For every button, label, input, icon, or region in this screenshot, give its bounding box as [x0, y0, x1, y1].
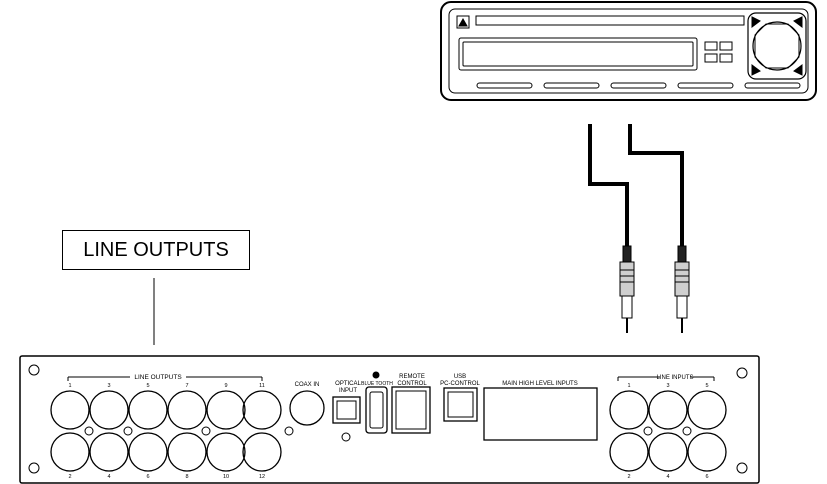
line-outputs-callout-text: LINE OUTPUTS: [83, 238, 229, 261]
panel-line-outputs-label: LINE OUTPUTS: [134, 374, 182, 381]
line-outputs-callout: LINE OUTPUTS: [62, 230, 250, 270]
coax-in-label: COAX IN: [295, 382, 320, 388]
rca-cables: [588, 124, 684, 248]
output-number: 8: [185, 474, 188, 480]
blue-tooth-label: BLUE TOOTH: [361, 381, 393, 387]
output-number: 12: [259, 474, 265, 480]
output-number: 10: [223, 474, 229, 480]
output-number: 7: [185, 383, 188, 389]
output-number: 6: [146, 474, 149, 480]
input-number: 4: [666, 474, 669, 480]
panel-line-inputs-label: LINE INPUTS: [656, 375, 693, 381]
rca-plug-icon: [619, 245, 635, 333]
line-input-numbers-bottom: 2 4 6: [627, 474, 708, 480]
input-number: 5: [705, 383, 708, 389]
input-number: 3: [666, 383, 669, 389]
input-number: 6: [705, 474, 708, 480]
optical-input-label: OPTICAL: [335, 381, 361, 387]
usb-pc-control-label: USB: [454, 374, 466, 380]
remote-control-label: CONTROL: [397, 381, 427, 387]
line-input-numbers-top: 1 3 5: [627, 383, 708, 389]
amplifier-panel: [19, 355, 760, 484]
output-number: 9: [224, 383, 227, 389]
line-output-numbers-top: 1 3 5 7 9 11: [68, 383, 264, 389]
output-number: 2: [68, 474, 71, 480]
rca-plug-icon: [674, 245, 690, 333]
output-number: 1: [68, 383, 71, 389]
input-number: 1: [627, 383, 630, 389]
output-number: 11: [259, 383, 265, 389]
input-number: 2: [627, 474, 630, 480]
main-inputs-label: MAIN HIGH LEVEL INPUTS: [502, 381, 577, 387]
output-number: 3: [107, 383, 110, 389]
usb-pc-control-label: PC-CONTROL: [440, 381, 480, 387]
output-number: 5: [146, 383, 149, 389]
remote-control-label: REMOTE: [399, 374, 425, 380]
line-output-numbers-bottom: 2 4 6 8 10 12: [68, 474, 265, 480]
output-number: 4: [107, 474, 110, 480]
optical-input-label: INPUT: [339, 388, 357, 394]
car-radio-icon: [440, 1, 817, 101]
